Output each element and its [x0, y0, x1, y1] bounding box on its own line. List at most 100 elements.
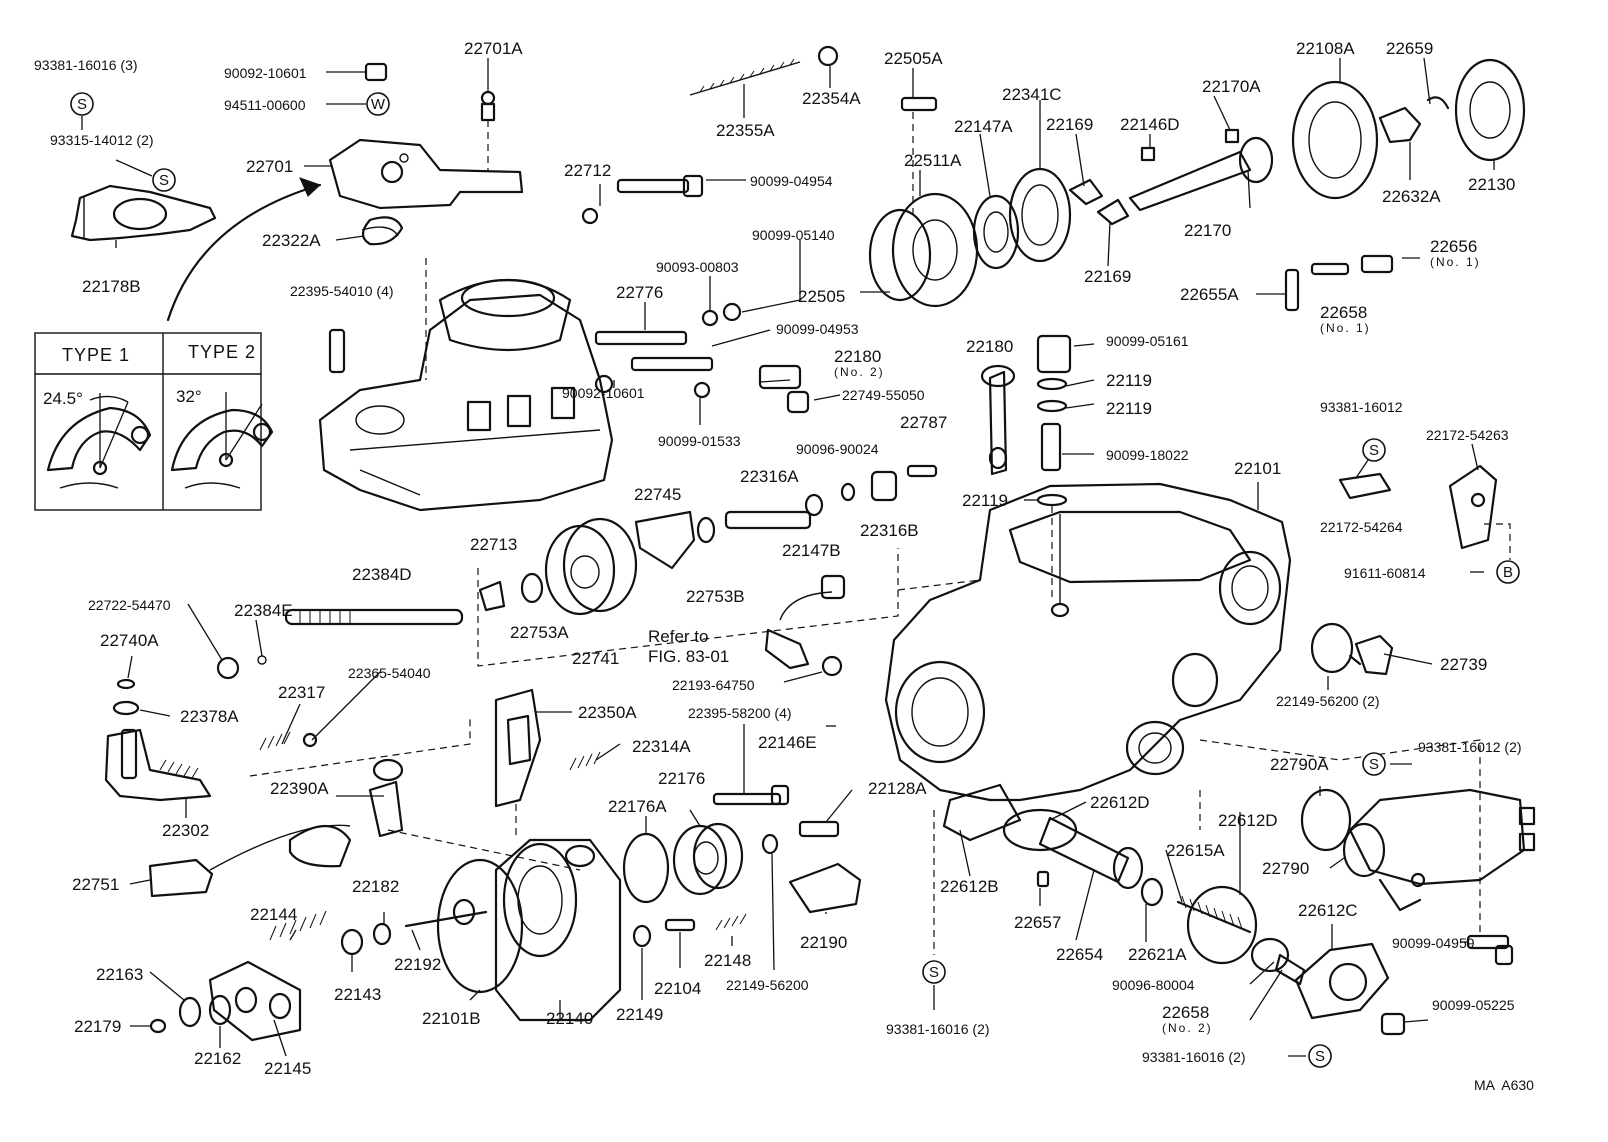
label-22192: 22192: [394, 955, 441, 974]
label-22104: 22104: [654, 979, 701, 998]
label-22612B: 22612B: [940, 877, 999, 896]
label-22378A: 22378A: [180, 707, 239, 726]
label-93381-16012-2: 93381-16012 (2): [1418, 739, 1522, 755]
label-22390A: 22390A: [270, 779, 329, 798]
label-22149-56200-2: 22149-56200 (2): [1276, 693, 1380, 709]
label-22316B: 22316B: [860, 521, 919, 540]
label-22659: 22659: [1386, 39, 1433, 58]
label-22612D-b: 22612D: [1218, 811, 1278, 830]
label-22384E: 22384E: [234, 601, 293, 620]
refer-to-line2: FIG. 83-01: [648, 647, 729, 666]
part-22178B-drawing: [70, 184, 217, 242]
label-22612C: 22612C: [1298, 901, 1358, 920]
label-22740A: 22740A: [100, 631, 159, 650]
label-22180: 22180: [966, 337, 1013, 356]
label-22395-54010-4: 22395-54010 (4): [290, 283, 394, 299]
valve-22790: [1342, 788, 1536, 912]
label-22146E: 22146E: [758, 733, 817, 752]
type2-label: TYPE 2: [188, 342, 256, 362]
label-22365-54040: 22365-54040: [348, 665, 431, 681]
label-22128A: 22128A: [868, 779, 927, 798]
label-22170A: 22170A: [1202, 77, 1261, 96]
leader-lines: [81, 57, 1495, 1057]
drive-parts: [868, 58, 1526, 308]
label-22172-54264: 22172-54264: [1320, 519, 1403, 535]
label-22302: 22302: [162, 821, 209, 840]
marker-s-bracket: S: [152, 168, 176, 192]
label-22146D: 22146D: [1120, 115, 1180, 134]
label-22172-54263: 22172-54263: [1426, 427, 1509, 443]
type1-label: TYPE 1: [62, 345, 130, 365]
label-22350A: 22350A: [578, 703, 637, 722]
label-22354A: 22354A: [802, 89, 861, 108]
label-90099-04959: 90099-04959: [1392, 935, 1475, 951]
label-22713: 22713: [470, 535, 517, 554]
svg-text:S: S: [929, 964, 939, 981]
svg-text:B: B: [1503, 564, 1513, 581]
bottom-left-parts: [104, 728, 404, 1042]
label-90092-10601-top: 90092-10601: [224, 65, 307, 81]
label-22749-55050: 22749-55050: [842, 387, 925, 403]
label-22741: 22741: [572, 649, 619, 668]
label-22119-a: 22119: [1106, 371, 1152, 390]
label-22657: 22657: [1014, 913, 1061, 932]
label-90099-05140: 90099-05140: [752, 227, 835, 243]
label-22149: 22149: [616, 1005, 663, 1024]
svg-text:S: S: [1315, 1048, 1325, 1065]
label-93381-16012-right: 93381-16012: [1320, 399, 1403, 415]
label-22108A: 22108A: [1296, 39, 1355, 58]
type2-angle: 32°: [176, 387, 202, 406]
label-90096-80004: 90096-80004: [1112, 977, 1195, 993]
svg-text:S: S: [159, 172, 169, 189]
label-90099-01533: 90099-01533: [658, 433, 741, 449]
svg-text:S: S: [1369, 442, 1379, 459]
label-22654: 22654: [1056, 945, 1103, 964]
label-22341C: 22341C: [1002, 85, 1062, 104]
marker-w: W: [366, 92, 390, 116]
label-22143: 22143: [334, 985, 381, 1004]
label-22790: 22790: [1262, 859, 1309, 878]
diagram-id: MA A630: [1474, 1077, 1534, 1093]
label-22149-56200: 22149-56200: [726, 977, 809, 993]
label-22739: 22739: [1440, 655, 1487, 674]
label-22144: 22144: [250, 905, 297, 924]
svg-text:S: S: [77, 96, 87, 113]
label-22190: 22190: [800, 933, 847, 952]
label-22787: 22787: [900, 413, 947, 432]
refer-to-line1: Refer to: [648, 627, 708, 646]
label-22169-top: 22169: [1046, 115, 1093, 134]
label-90099-05161: 90099-05161: [1106, 333, 1189, 349]
pump-body: [884, 482, 1292, 802]
centre-parts: [478, 464, 938, 616]
label-22722-54470: 22722-54470: [88, 597, 171, 613]
svg-text:W: W: [371, 96, 386, 113]
marker-s-right-mid: S: [1362, 752, 1386, 776]
part-22701-drawing: [328, 138, 524, 246]
label-22147A: 22147A: [954, 117, 1013, 136]
label-22314A: 22314A: [632, 737, 691, 756]
label-22505A: 22505A: [884, 49, 943, 68]
label-22176: 22176: [658, 769, 705, 788]
label-22162: 22162: [194, 1049, 241, 1068]
label-22656-note: (No. 1): [1430, 255, 1481, 269]
label-22317: 22317: [278, 683, 325, 702]
label-22658-bot-note: (No. 2): [1162, 1021, 1213, 1035]
label-22101B: 22101B: [422, 1009, 481, 1028]
label-22119-b: 22119: [1106, 399, 1152, 418]
label-94511-00600: 94511-00600: [224, 97, 306, 113]
label-22193-64750: 22193-64750: [672, 677, 755, 693]
label-22178B: 22178B: [82, 277, 141, 296]
svg-text:S: S: [1369, 756, 1379, 773]
label-93381-16016-3: 93381-16016 (3): [34, 57, 138, 73]
label-91611-60814: 91611-60814: [1344, 565, 1426, 581]
label-22753A: 22753A: [510, 623, 569, 642]
label-93381-16016-2-bot: 93381-16016 (2): [1142, 1049, 1246, 1065]
label-22130: 22130: [1468, 175, 1515, 194]
label-22656: 22656: [1430, 237, 1477, 256]
label-22712: 22712: [564, 161, 611, 180]
label-22621A: 22621A: [1128, 945, 1187, 964]
label-22701A: 22701A: [464, 39, 523, 58]
type-arrow: [166, 183, 322, 322]
label-22147B: 22147B: [782, 541, 841, 560]
